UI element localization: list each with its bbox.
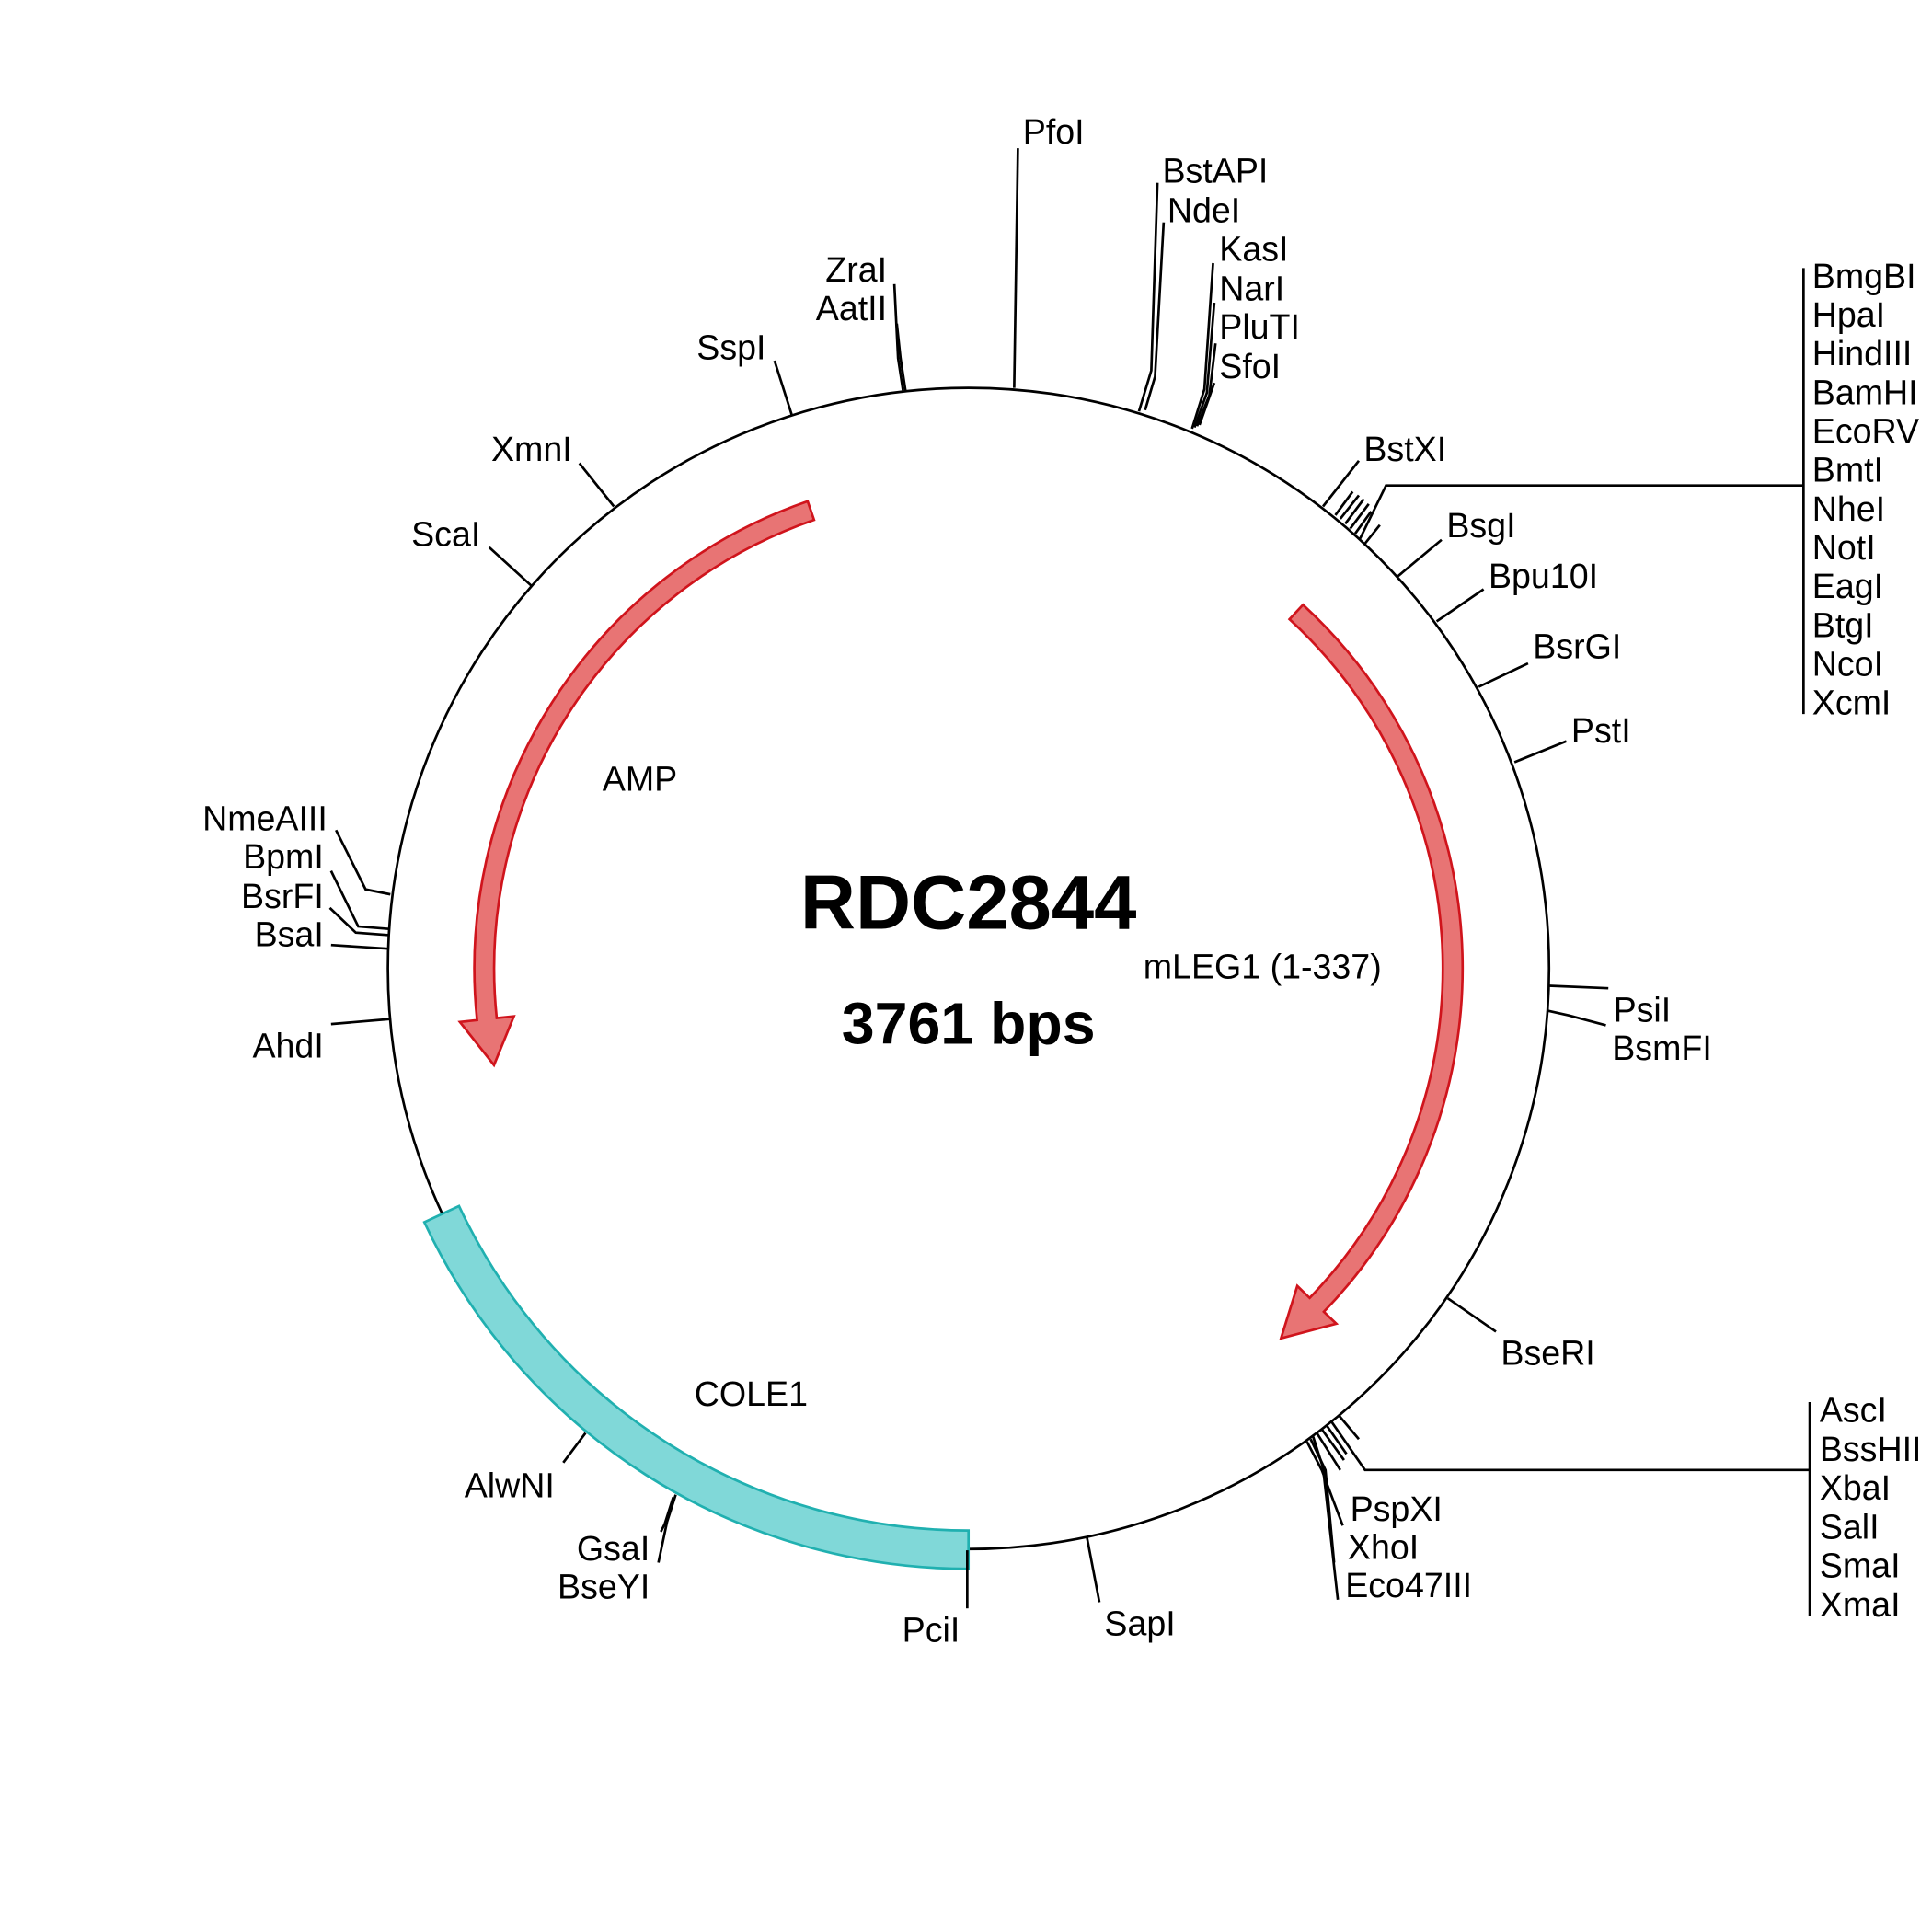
enzyme-label: BamHI bbox=[1812, 373, 1918, 411]
enzyme-label: NotI bbox=[1812, 528, 1876, 567]
feature-cole1[interactable] bbox=[422, 1204, 971, 1570]
enzyme-label: NmeAIII bbox=[202, 799, 328, 837]
enzyme-label: NheI bbox=[1812, 489, 1885, 528]
enzyme-label: Bpu10I bbox=[1489, 557, 1598, 595]
enzyme-label: BseRI bbox=[1501, 1334, 1594, 1373]
feature-amp-arrow[interactable] bbox=[457, 500, 816, 1068]
enzyme-label: PciI bbox=[903, 1610, 960, 1649]
enzyme-label: GsaI bbox=[577, 1529, 650, 1568]
enzyme-label: BsaI bbox=[255, 915, 324, 954]
enzyme-label: BmgBI bbox=[1812, 257, 1916, 295]
enzyme-label: PstI bbox=[1571, 711, 1631, 750]
feature-mleg1-arrow[interactable] bbox=[1279, 603, 1465, 1340]
enzyme-label: BseYI bbox=[558, 1567, 650, 1605]
plasmid-name: RDC2844 bbox=[800, 860, 1137, 946]
enzyme-label: PfoI bbox=[1023, 112, 1085, 151]
mcs1-label-group: BmgBIHpaIHindIIIBamHIEcoRVBmtINheINotIEa… bbox=[1812, 257, 1919, 722]
enzyme-label: PluTI bbox=[1219, 307, 1300, 346]
enzyme-label: BstAPI bbox=[1162, 152, 1268, 190]
enzyme-label: PspXI bbox=[1351, 1489, 1443, 1528]
enzyme-label: XhoI bbox=[1348, 1528, 1419, 1567]
enzyme-leader-lines bbox=[328, 148, 1811, 1616]
enzyme-label: PsiI bbox=[1614, 990, 1672, 1029]
enzyme-label: BsmFI bbox=[1612, 1029, 1712, 1067]
enzyme-label: BpmI bbox=[243, 837, 324, 876]
enzyme-label: BmtI bbox=[1812, 451, 1883, 489]
enzyme-label: Eco47III bbox=[1345, 1566, 1472, 1604]
enzyme-label: BssHII bbox=[1820, 1430, 1922, 1468]
enzyme-label: XmnI bbox=[491, 430, 572, 468]
enzyme-label: ZraI bbox=[825, 250, 887, 289]
enzyme-label: BsgI bbox=[1446, 506, 1515, 545]
enzyme-label: AatII bbox=[816, 289, 887, 328]
enzyme-label: SspI bbox=[696, 328, 765, 367]
feature-label-cole1: COLE1 bbox=[695, 1374, 808, 1413]
enzyme-label: XbaI bbox=[1820, 1468, 1891, 1507]
enzyme-label: NcoI bbox=[1812, 644, 1883, 683]
enzyme-label: SapI bbox=[1104, 1604, 1175, 1643]
enzyme-label: AhdI bbox=[252, 1026, 323, 1064]
enzyme-label: ScaI bbox=[411, 514, 480, 553]
enzyme-label: EagI bbox=[1812, 567, 1883, 605]
enzyme-label: AlwNI bbox=[465, 1466, 555, 1504]
enzyme-label: NdeI bbox=[1167, 191, 1240, 230]
enzyme-label: BsrGI bbox=[1533, 627, 1621, 666]
enzyme-label: AscI bbox=[1820, 1390, 1887, 1429]
enzyme-label: SfoI bbox=[1219, 347, 1281, 385]
plasmid-length: 3761 bps bbox=[842, 991, 1096, 1057]
enzyme-label: SalI bbox=[1820, 1507, 1880, 1546]
enzyme-label: KasI bbox=[1219, 229, 1288, 268]
enzyme-label: SmaI bbox=[1820, 1547, 1901, 1585]
enzyme-label: NarI bbox=[1219, 269, 1284, 307]
enzyme-label: HpaI bbox=[1812, 295, 1885, 334]
enzyme-label: BtgI bbox=[1812, 605, 1874, 644]
feature-label-mleg1: mLEG1 (1-337) bbox=[1144, 947, 1382, 985]
enzyme-label: HindIII bbox=[1812, 334, 1913, 373]
feature-label-amp: AMP bbox=[603, 759, 677, 798]
enzyme-label: XmaI bbox=[1820, 1585, 1901, 1624]
enzyme-label: BsrFI bbox=[241, 877, 324, 915]
enzyme-label: EcoRV bbox=[1812, 411, 1919, 450]
enzyme-label: BstXI bbox=[1363, 430, 1446, 468]
enzyme-label: XcmI bbox=[1812, 684, 1892, 722]
